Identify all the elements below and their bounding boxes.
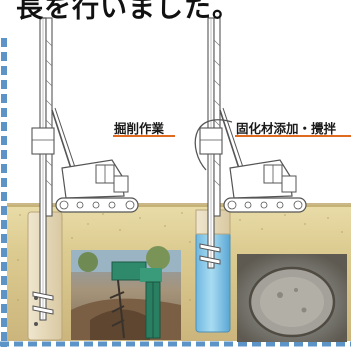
ground-surface-line (7, 203, 351, 207)
photo-excavation-site (71, 246, 181, 340)
photo-column-top (237, 254, 347, 342)
auger-blades (32, 291, 54, 326)
step-label-mixing: 固化材添加・攪拌 (236, 121, 337, 136)
step-underline-excavation (113, 135, 175, 137)
header-text: 長を行いました。 (16, 0, 240, 24)
step-underline-mixing (235, 135, 351, 137)
rig-mixing (194, 17, 307, 333)
ground-texture (17, 212, 343, 301)
step-label-excavation: 掘削作業 (114, 121, 165, 136)
rig-excavation (27, 17, 139, 341)
